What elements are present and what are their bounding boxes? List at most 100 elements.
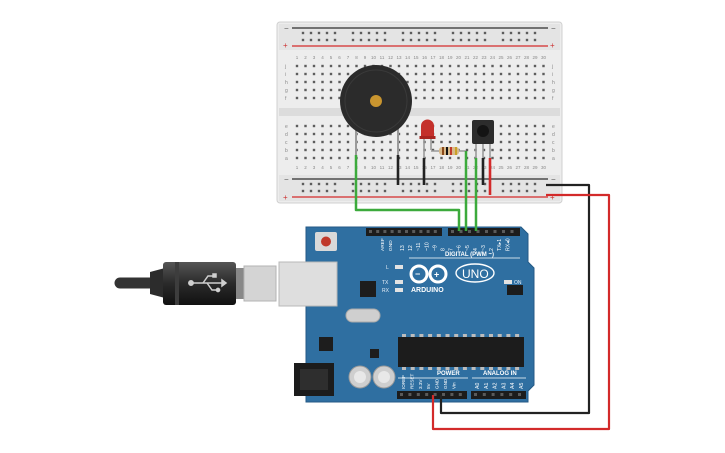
header-pin bbox=[491, 393, 495, 396]
breadboard-hole bbox=[542, 96, 545, 100]
rail-hole bbox=[309, 31, 313, 35]
column-number: 2 bbox=[304, 55, 307, 60]
breadboard-hole bbox=[346, 140, 350, 144]
led-rx bbox=[395, 288, 403, 292]
breadboard-hole bbox=[474, 72, 477, 76]
breadboard-hole bbox=[295, 124, 299, 128]
breadboard-hole bbox=[457, 88, 460, 92]
breadboard-hole bbox=[406, 64, 409, 68]
breadboard-hole bbox=[533, 88, 537, 92]
breadboard-hole bbox=[329, 156, 333, 160]
column-number: 8 bbox=[355, 55, 358, 60]
breadboard-hole bbox=[406, 148, 409, 152]
logo-text: ARDUINO bbox=[411, 287, 444, 294]
breadboard-hole bbox=[423, 64, 426, 68]
resistor[interactable] bbox=[431, 147, 466, 155]
breadboard-hole bbox=[525, 72, 528, 76]
reset-button[interactable] bbox=[321, 236, 331, 247]
rail-hole bbox=[317, 182, 321, 186]
usb-icon bbox=[188, 273, 228, 293]
breadboard-hole bbox=[380, 148, 384, 152]
rail-hole bbox=[301, 182, 305, 186]
power-pin-label: 3.3V bbox=[418, 379, 423, 389]
breadboard-hole bbox=[457, 64, 460, 68]
column-number: 26 bbox=[507, 165, 513, 170]
led-dome bbox=[421, 119, 434, 138]
breadboard-hole bbox=[516, 132, 520, 136]
breadboard-hole bbox=[423, 96, 426, 100]
wire-red-5v[interactable] bbox=[431, 193, 611, 431]
digital-pin-label: ~6 bbox=[457, 245, 463, 251]
rail-hole bbox=[333, 189, 337, 193]
breadboard-hole bbox=[329, 80, 333, 84]
header-pin bbox=[482, 393, 486, 396]
buzzer[interactable] bbox=[340, 65, 412, 155]
ir-receiver[interactable] bbox=[472, 120, 494, 158]
breadboard-hole bbox=[304, 124, 307, 128]
row-letter: f bbox=[285, 96, 287, 102]
header-pin bbox=[383, 230, 387, 233]
chip-pin bbox=[480, 334, 485, 337]
breadboard-hole bbox=[363, 64, 367, 68]
column-number: 27 bbox=[515, 165, 521, 170]
breadboard-hole bbox=[448, 88, 452, 92]
usb-port bbox=[278, 261, 338, 307]
breadboard-hole bbox=[533, 148, 537, 152]
breadboard-hole bbox=[499, 96, 503, 100]
buzzer-center bbox=[370, 95, 382, 107]
breadboard-hole bbox=[508, 124, 511, 128]
breadboard-hole bbox=[414, 156, 418, 160]
breadboard-hole bbox=[329, 88, 333, 92]
breadboard-hole bbox=[304, 140, 307, 144]
breadboard-hole bbox=[525, 88, 528, 92]
rail-hole bbox=[325, 182, 329, 186]
breadboard-hole bbox=[516, 124, 520, 128]
breadboard-hole bbox=[448, 64, 452, 68]
wire-green-buzzer-to-pin[interactable] bbox=[354, 155, 461, 231]
row-letter: e bbox=[552, 124, 555, 130]
breadboard-hole bbox=[363, 148, 367, 152]
breadboard-hole bbox=[482, 148, 486, 152]
rail-hole bbox=[525, 182, 529, 186]
breadboard-hole bbox=[338, 140, 341, 144]
column-number: 7 bbox=[347, 55, 350, 60]
breadboard-hole bbox=[321, 132, 324, 136]
column-number: 25 bbox=[498, 55, 504, 60]
breadboard-hole bbox=[414, 132, 418, 136]
row-letter: h bbox=[285, 80, 288, 86]
usb-cable[interactable] bbox=[114, 262, 277, 305]
breadboard-hole bbox=[516, 88, 520, 92]
row-letter: j bbox=[284, 64, 286, 70]
row-letter: c bbox=[552, 140, 555, 146]
rail-hole bbox=[475, 38, 479, 42]
chip-pin bbox=[515, 367, 520, 370]
red-led[interactable] bbox=[419, 119, 436, 158]
column-number: 29 bbox=[532, 165, 538, 170]
rail-hole bbox=[301, 38, 305, 42]
breadboard-hole bbox=[542, 124, 545, 128]
rail-hole bbox=[401, 189, 405, 193]
breadboard-hole bbox=[431, 96, 435, 100]
breadboard-hole bbox=[329, 64, 333, 68]
breadboard-hole bbox=[321, 156, 324, 160]
rail-hole bbox=[501, 31, 505, 35]
chip-pin bbox=[489, 334, 493, 337]
wire-black-gnd[interactable] bbox=[439, 183, 591, 415]
breadboard-hole bbox=[304, 148, 307, 152]
column-number: 29 bbox=[532, 55, 538, 60]
breadboard-hole bbox=[465, 64, 469, 68]
digital-pin-label: GND bbox=[388, 240, 394, 251]
top-rail-plus-left: + bbox=[283, 41, 288, 50]
breadboard-hole bbox=[525, 148, 528, 152]
analog-pin-label: A0 bbox=[475, 383, 481, 389]
rail-hole bbox=[459, 31, 463, 35]
breadboard[interactable]: − + − + − + − + 112233445566778899101011… bbox=[276, 21, 563, 204]
column-number: 26 bbox=[507, 55, 513, 60]
breadboard-hole bbox=[440, 140, 443, 144]
digital-pin-label: AREF bbox=[380, 238, 386, 251]
breadboard-hole bbox=[338, 124, 341, 128]
breadboard-hole bbox=[295, 80, 299, 84]
row-letter: a bbox=[285, 156, 288, 162]
capacitor-2-top bbox=[378, 371, 390, 383]
